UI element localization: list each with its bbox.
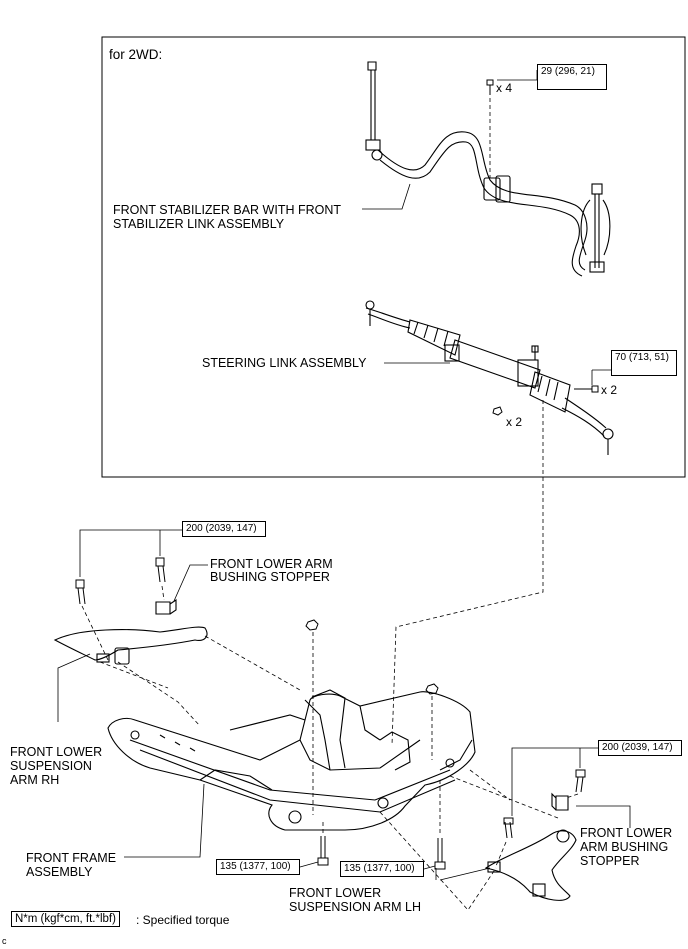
torque-frame-bolt-right: 135 (1377, 100)	[340, 861, 424, 877]
frame-bolt-icon	[317, 836, 446, 870]
label-suspension-arm-lh-line1: FRONT LOWER	[289, 886, 382, 900]
label-bushing-stopper-lh-line1: FRONT LOWER	[580, 826, 673, 840]
steering-bolt-icon	[574, 385, 599, 393]
bushing-stopper-rh-icon	[155, 598, 177, 615]
label-bushing-stopper-rh-line1: FRONT LOWER ARM	[210, 557, 333, 571]
arm-rh-bolt-icon	[75, 557, 166, 605]
legend-description: : Specified torque	[136, 913, 230, 927]
stabilizer-bar-drawing	[365, 61, 611, 277]
label-suspension-arm-rh-line1: FRONT LOWER	[10, 745, 103, 759]
label-bushing-stopper-lh-line3: STOPPER	[580, 854, 640, 868]
label-suspension-arm-rh-line2: SUSPENSION	[10, 759, 92, 773]
qty-stabilizer-bolts: x 4	[496, 81, 513, 95]
label-suspension-arm-rh-line3: ARM RH	[10, 773, 60, 787]
steering-nut-icon	[492, 406, 503, 416]
label-bushing-stopper-lh-line2: ARM BUSHING	[580, 840, 669, 854]
legend-unit-box: N*m (kgf*cm, ft.*lbf)	[11, 911, 120, 927]
qty-steering-nuts: x 2	[506, 415, 523, 429]
torque-arm-rh-bolts: 200 (2039, 147)	[182, 521, 266, 537]
2wd-inset-frame	[101, 36, 686, 478]
steering-link-drawing	[365, 300, 614, 455]
front-frame-drawing	[107, 689, 476, 831]
bushing-stopper-lh-icon	[551, 792, 569, 811]
inset-title: for 2WD:	[109, 47, 163, 62]
label-steering-link: STEERING LINK ASSEMBLY	[202, 356, 367, 370]
label-stabilizer-bar-line1: FRONT STABILIZER BAR WITH FRONT	[113, 203, 342, 217]
torque-frame-bolt-left: 135 (1377, 100)	[216, 859, 300, 875]
stabilizer-bolt-icon	[486, 79, 494, 95]
label-bushing-stopper-rh-line2: BUSHING STOPPER	[210, 570, 330, 584]
label-front-frame-line2: ASSEMBLY	[26, 865, 93, 879]
label-suspension-arm-lh-line2: SUSPENSION ARM LH	[289, 900, 421, 914]
corner-mark: c	[2, 936, 7, 946]
torque-steering-bolts: 70 (713, 51)	[611, 350, 677, 376]
frame-nut-icon	[305, 619, 439, 695]
qty-steering-bolts: x 2	[601, 383, 618, 397]
label-stabilizer-bar-line2: STABILIZER LINK ASSEMBLY	[113, 217, 285, 231]
lower-arm-lh-drawing	[484, 829, 577, 901]
torque-stabilizer-bolts: 29 (296, 21)	[537, 64, 607, 90]
torque-arm-lh-bolts: 200 (2039, 147)	[598, 740, 682, 756]
label-front-frame-line1: FRONT FRAME	[26, 851, 117, 865]
arm-lh-bolt-icon	[503, 769, 586, 839]
lower-arm-rh-drawing	[53, 626, 208, 665]
